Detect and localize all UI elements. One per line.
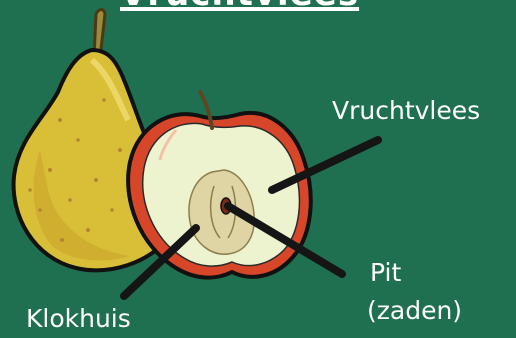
label-vruchtvlees: Vruchtvlees	[332, 96, 480, 126]
label-zaden: (zaden)	[367, 296, 462, 326]
label-klokhuis: Klokhuis	[26, 304, 131, 334]
label-pit: Pit	[370, 258, 401, 288]
